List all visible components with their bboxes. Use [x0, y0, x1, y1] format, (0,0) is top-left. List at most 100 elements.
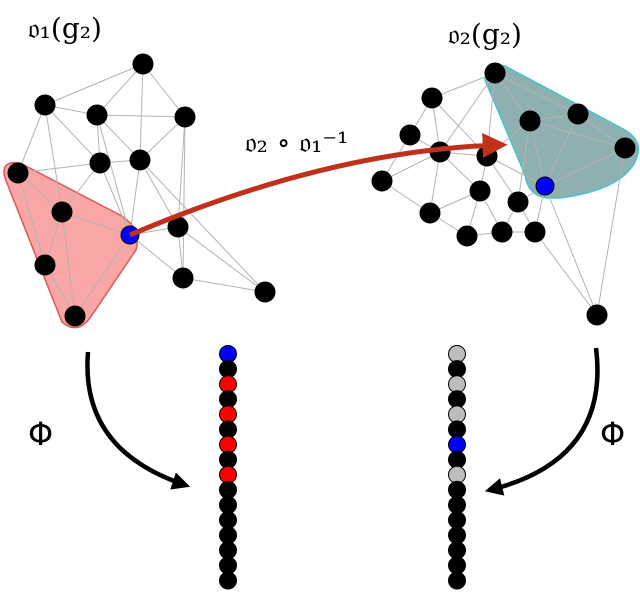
left-graph-edge	[182, 277, 266, 293]
right-graph-edge	[529, 120, 546, 187]
phi-arrow-left	[85, 351, 191, 490]
left-graph-node	[34, 254, 56, 276]
right-embedding-vector	[448, 345, 466, 590]
left-graph-node	[7, 162, 29, 184]
phi-arrow-right	[484, 347, 600, 496]
left-vector-entry-red	[219, 465, 237, 484]
right-vector-entry-black	[448, 571, 466, 590]
left-graph-node	[132, 53, 154, 75]
left-vector-entry-black	[219, 480, 237, 499]
right-graph-highlight-node	[535, 176, 555, 196]
right-graph-edge	[494, 72, 579, 115]
right-vector-entry-black	[448, 526, 466, 545]
left-vector-entry-red	[219, 375, 237, 394]
left-graph-edge	[129, 159, 141, 236]
right-vector-entry-black	[448, 360, 466, 379]
left-vector-entry-black	[219, 511, 237, 530]
right-graph-node	[399, 124, 421, 146]
right-graph-nodes	[371, 62, 636, 326]
right-vector-entry-black	[448, 496, 466, 514]
left-graph-edge	[139, 159, 266, 293]
left-graph-edge	[61, 211, 131, 236]
left-graph-node	[174, 106, 196, 128]
map-label: 𝔬₂ ∘ 𝔬₁⁻¹	[245, 126, 348, 159]
left-vector-entry-black	[219, 420, 237, 439]
right-vector-entry-black	[448, 556, 466, 575]
left-vector-entry-red	[219, 435, 237, 454]
left-graph-edge	[96, 63, 144, 116]
right-graph-edge	[544, 185, 598, 316]
right-vector-entry-black	[448, 390, 466, 409]
left-vector-entry-blue	[219, 345, 237, 363]
left-graph-edge	[61, 211, 76, 317]
left-graph-edge	[44, 104, 63, 213]
right-graph-edge	[529, 120, 626, 149]
right-graph-node	[614, 137, 636, 159]
right-graph-node	[524, 221, 546, 243]
phi-label-right: Φ	[600, 415, 625, 453]
left-vector-entry-black	[219, 360, 237, 379]
left-graph-edge	[129, 234, 184, 279]
left-graph-edge	[182, 116, 186, 279]
right-graph-edge	[517, 120, 531, 203]
left-vector-entry-black	[219, 450, 237, 469]
right-vector-entry-black	[448, 480, 466, 499]
right-vector-entry-black	[448, 541, 466, 560]
right-vector-entry-grey	[448, 465, 466, 484]
right-vector-entry-grey	[448, 405, 466, 424]
left-graph-edge	[142, 63, 186, 118]
right-graph-node	[469, 180, 491, 202]
right-graph-node	[519, 110, 541, 132]
right-vector-entry-black	[448, 450, 466, 469]
left-graph-edge	[17, 172, 46, 266]
right-graph-edge	[439, 72, 496, 153]
right-graph-edge	[544, 113, 579, 187]
left-graph-node	[86, 104, 108, 126]
right-vector-entry-black	[448, 511, 466, 530]
left-graph-edge	[44, 63, 144, 106]
left-graph-node	[129, 149, 151, 171]
left-graph-edge	[96, 114, 131, 236]
left-vector-entry-black	[219, 556, 237, 575]
right-graph-node	[567, 103, 589, 125]
left-graph-edge	[17, 162, 101, 174]
left-graph-node	[64, 305, 86, 327]
left-graph-edge	[139, 63, 144, 161]
right-graph-node	[476, 145, 498, 167]
right-graph-node	[484, 62, 506, 84]
right-graph-edge	[596, 147, 626, 316]
left-vector-entry-black	[219, 390, 237, 409]
left-graph-node	[172, 267, 194, 289]
map-arrow	[129, 133, 508, 238]
right-graph-node	[456, 225, 478, 247]
left-graph-edge	[177, 226, 266, 293]
right-graph-edge	[486, 155, 546, 187]
right-graph-node	[586, 304, 608, 326]
right-graph-edge	[431, 72, 496, 99]
left-graph-edge	[44, 104, 101, 164]
right-vector-entry-grey	[448, 375, 466, 394]
right-graph-edge	[534, 231, 598, 316]
left-graph-edge	[96, 114, 186, 118]
left-graph-label: 𝔬₁(g₂)	[28, 12, 102, 45]
left-embedding-vector	[219, 345, 237, 590]
right-graph-node	[421, 87, 443, 109]
left-graph-edge	[74, 234, 131, 317]
left-vector-entry-red	[219, 405, 237, 424]
left-vector-entry-black	[219, 571, 237, 590]
left-graph-edge	[177, 116, 186, 228]
right-graph-edge	[544, 147, 626, 187]
right-graph-node	[419, 202, 441, 224]
left-graph-node	[89, 152, 111, 174]
left-vector-entry-black	[219, 496, 237, 514]
left-vector-entry-black	[219, 541, 237, 560]
right-graph-node	[507, 191, 529, 213]
left-graph-node	[51, 201, 73, 223]
left-graph-node	[34, 94, 56, 116]
right-vector-entry-black	[448, 420, 466, 439]
right-vector-entry-grey	[448, 345, 466, 363]
left-graph-node	[254, 281, 276, 303]
right-vector-entry-blue	[448, 435, 466, 454]
left-vector-entry-black	[219, 526, 237, 545]
